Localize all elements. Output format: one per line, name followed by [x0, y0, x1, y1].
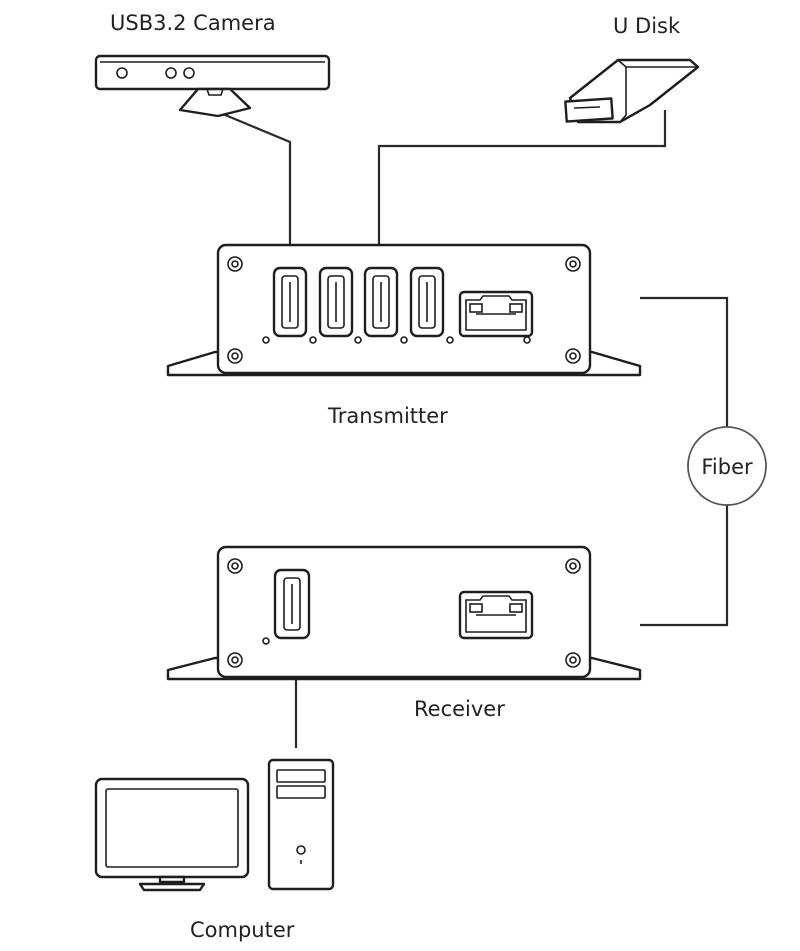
- monitor-icon: [94, 777, 250, 892]
- usb-port-icon: [363, 266, 399, 338]
- usb-port-icon: [409, 266, 445, 338]
- udisk-cable: [377, 110, 667, 257]
- fiber-marker: Fiber: [687, 426, 767, 506]
- udisk-label: U Disk: [613, 14, 681, 38]
- usb-camera-icon: [94, 54, 331, 118]
- transmitter-label: Transmitter: [327, 404, 448, 428]
- usb-flash-drive-icon: [564, 58, 700, 124]
- transmitter-device: [166, 243, 642, 377]
- usb-port-icon: [273, 568, 311, 640]
- usb-port-icon: [318, 266, 354, 338]
- sfp-port-icon: [458, 290, 534, 338]
- receiver-label: Receiver: [414, 697, 505, 721]
- led-indicator-icon: [262, 637, 270, 645]
- receiver-device: [166, 545, 642, 681]
- pc-tower-icon: [267, 758, 335, 891]
- screw-icon: [227, 256, 581, 364]
- sfp-port-icon: [458, 590, 534, 640]
- computer-label: Computer: [190, 918, 295, 942]
- led-indicator-icon: [262, 336, 531, 344]
- fiber-label: Fiber: [701, 455, 753, 479]
- camera-label: USB3.2 Camera: [110, 11, 276, 35]
- camera-cable: [217, 110, 292, 257]
- usb-port-icon: [272, 266, 308, 338]
- screw-icon: [227, 558, 581, 668]
